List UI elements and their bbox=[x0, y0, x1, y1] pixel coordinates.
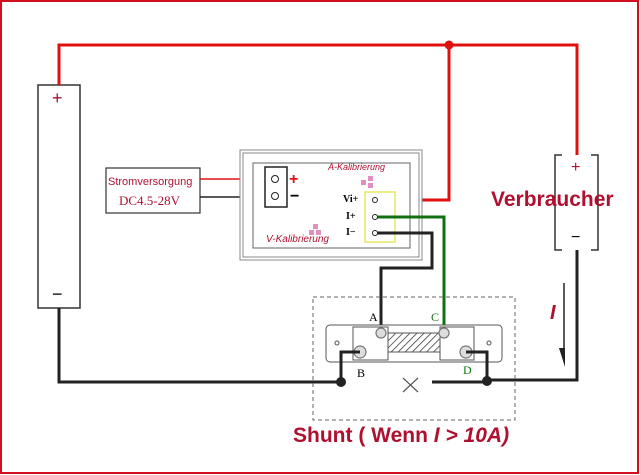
v-calibration-pot bbox=[309, 224, 321, 235]
load-minus: − bbox=[571, 229, 581, 246]
green-wire bbox=[375, 215, 446, 330]
psu-plus: + bbox=[289, 171, 299, 188]
shunt-label-c: C bbox=[431, 310, 440, 324]
shunt-resistor bbox=[387, 332, 441, 353]
power-terminal-block bbox=[264, 166, 288, 208]
shunt-title-prefix: Shunt ( Wenn bbox=[293, 424, 434, 447]
load-plus: + bbox=[571, 159, 581, 176]
psu-minus: − bbox=[290, 188, 300, 205]
load-label: Verbraucher bbox=[491, 188, 614, 211]
meter-box bbox=[252, 162, 411, 249]
battery-minus: − bbox=[52, 284, 63, 304]
a-calibration-label: A-Kalibrierung bbox=[328, 162, 386, 172]
v-calibration-label: V-Kalibrierung bbox=[266, 234, 329, 245]
shunt-title-suffix: > 10A) bbox=[439, 424, 510, 447]
shunt-title-var: I bbox=[433, 424, 440, 447]
terminal-vi-plus: Vi+ bbox=[343, 194, 359, 205]
shunt-label-a: A bbox=[369, 310, 378, 324]
load-return-wire bbox=[487, 250, 579, 382]
junction-d bbox=[482, 376, 492, 386]
battery-return-wire bbox=[57, 308, 340, 384]
shunt-dashed-box bbox=[312, 296, 516, 421]
battery bbox=[37, 84, 81, 309]
terminal-i-minus: I− bbox=[346, 227, 356, 238]
shunt-label-b: B bbox=[357, 366, 366, 380]
load-box bbox=[554, 154, 599, 251]
junction-dot bbox=[444, 40, 454, 50]
current-label: I bbox=[550, 302, 556, 324]
junction-b bbox=[336, 377, 346, 387]
shunt-label-d: D bbox=[463, 363, 472, 377]
break-x-icon bbox=[402, 377, 419, 393]
shunt-title: Shunt ( Wenn I > 10A) bbox=[293, 424, 509, 448]
terminal-i-plus: I+ bbox=[346, 211, 356, 222]
power-supply-box bbox=[105, 167, 201, 214]
power-supply-voltage: DC4.5-28V bbox=[119, 193, 181, 208]
black-wire bbox=[375, 231, 434, 330]
a-calibration-pot bbox=[361, 176, 373, 188]
red-wire-main bbox=[57, 43, 579, 155]
power-supply-label: Stromversorgung bbox=[108, 176, 193, 188]
battery-plus: + bbox=[52, 88, 63, 108]
